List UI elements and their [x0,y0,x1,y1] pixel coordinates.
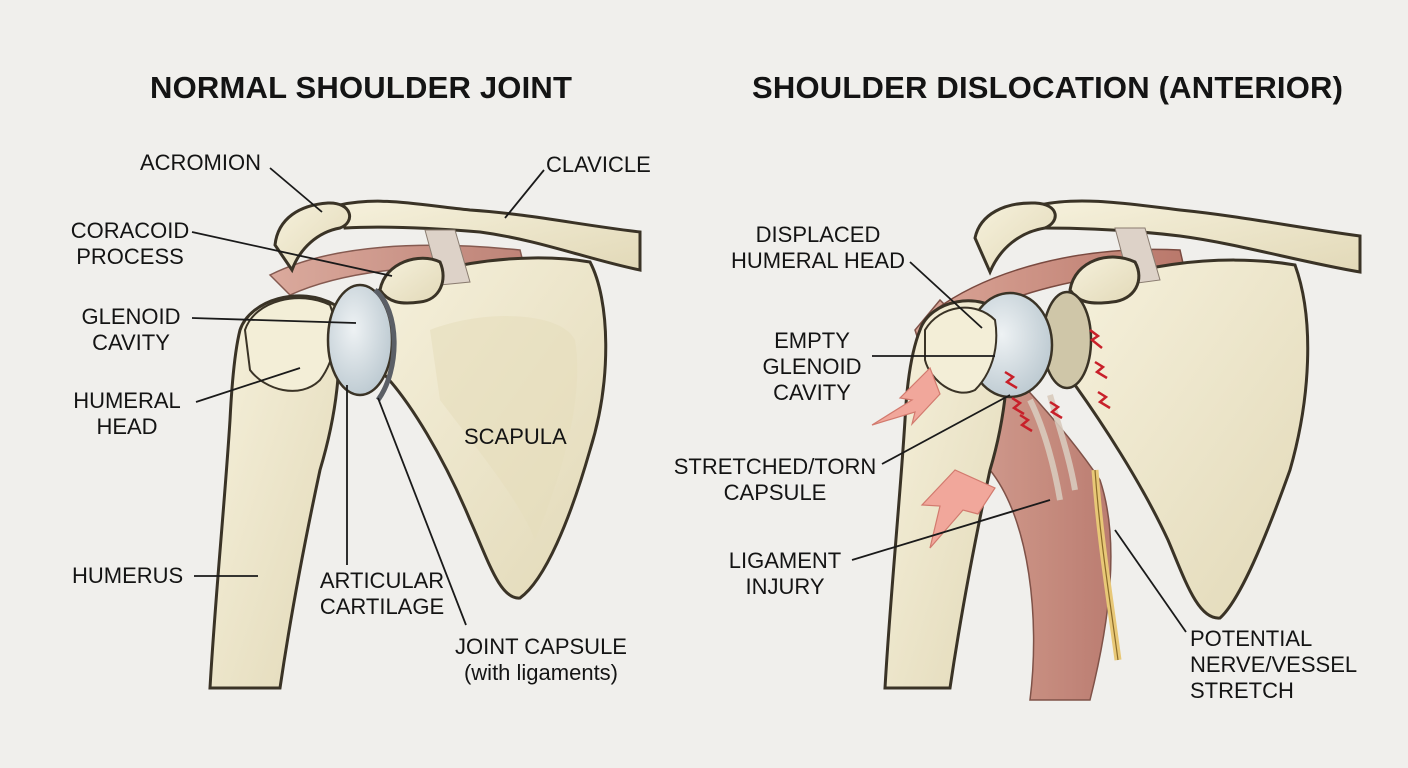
label-humeral-head: HUMERAL HEAD [73,388,181,439]
displacement-arrow-up [920,469,996,549]
scapula-bone-right [1058,258,1310,620]
coracoid-bone [378,256,445,305]
label-stretched-torn-capsule: STRETCHED/TORN CAPSULE [673,454,877,505]
leader-lines-right [851,261,1187,633]
acromion-bone-right [973,201,1057,276]
label-clavicle: CLAVICLE [546,152,651,177]
dislocation-figure [871,199,1362,701]
acromion-bone [273,201,352,274]
label-ligament-injury: LIGAMENT INJURY [728,548,842,599]
humeral-head [243,297,337,392]
label-glenoid-cavity: GLENOID CAVITY [81,304,181,355]
label-acromion: ACROMION [140,150,261,175]
dislocation-title: SHOULDER DISLOCATION (ANTERIOR) [752,70,1344,105]
injury-marks [1004,329,1111,433]
label-articular-cartilage: ARTICULAR CARTILAGE [319,568,445,619]
displacement-arrow-down [871,366,941,427]
humeral-head-bone-right [924,306,998,394]
clavicle-bone [338,199,642,272]
joint-capsule [373,288,397,402]
scapula-inner-shade [430,316,578,540]
label-displaced-humeral-head: DISPLACED HUMERAL HEAD [731,222,905,273]
label-nerve-vessel-stretch: POTENTIAL NERVE/VESSEL STRETCH [1190,626,1358,703]
torn-ligament-strands [1027,394,1078,501]
label-joint-capsule: JOINT CAPSULE (with ligaments) [455,634,627,685]
leader-lines-left [191,167,545,626]
coracoid-bone-right [1068,255,1141,305]
label-humerus: HUMERUS [72,563,184,588]
label-empty-glenoid-cavity: EMPTY GLENOID CAVITY [762,328,862,405]
nerve-vessel-outline [1094,469,1119,661]
label-scapula: SCAPULA [464,424,567,449]
label-coracoid-process: CORACOID PROCESS [70,218,190,269]
normal-shoulder-title: NORMAL SHOULDER JOINT [150,70,573,105]
